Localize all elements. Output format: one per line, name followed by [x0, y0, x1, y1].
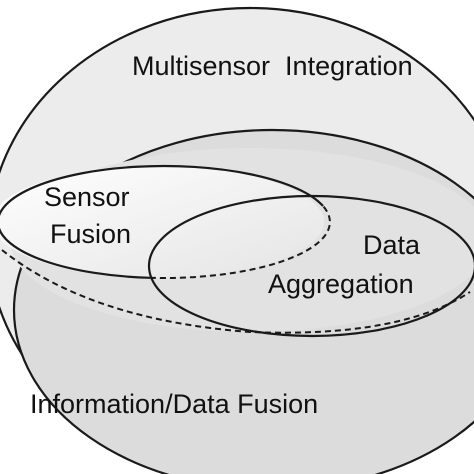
data-label: Data: [363, 230, 421, 260]
sensor-fusion-region: [0, 166, 324, 278]
fusion-label: Fusion: [50, 219, 131, 249]
aggregation-label: Aggregation: [268, 269, 414, 299]
sensor-fusion-dashed-outline: [149, 205, 331, 279]
information-fusion-dashed-boundary: [1, 249, 471, 334]
multisensor-integration-label: Multisensor Integration: [132, 51, 413, 81]
sensor-label: Sensor: [44, 182, 130, 212]
information-data-fusion-label: Information/Data Fusion: [30, 389, 318, 419]
sensor-fusion-outline: [0, 164, 324, 279]
data-aggregation-region: [147, 194, 474, 338]
